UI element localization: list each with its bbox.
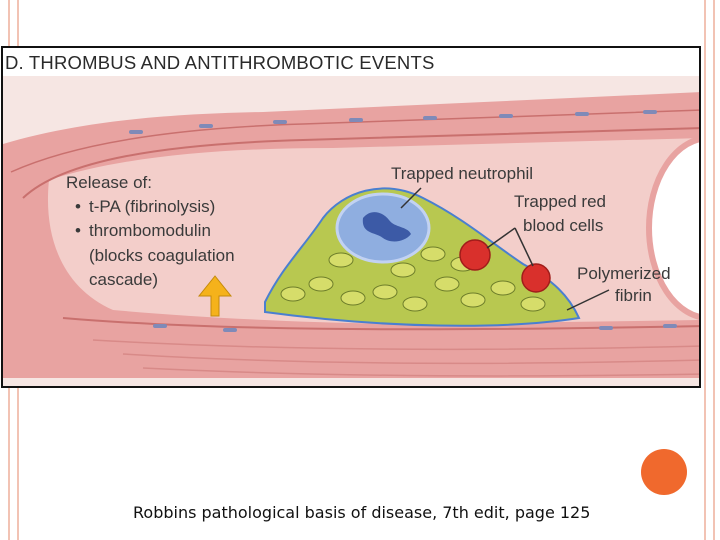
source-caption: Robbins pathological basis of disease, 7… [133,503,591,522]
wall-line-top [10,109,699,173]
release-item-tpa: t-PA (fibrinolysis) [75,195,215,219]
slide-frame-line-right-inner [704,0,706,540]
accent-dot [641,449,687,495]
slide-frame-line-right-outer [713,0,715,540]
neutrophil-nucleus [362,212,411,242]
endothelial-nuclei-top [129,110,657,134]
release-arrow [197,275,233,317]
endothelium-top [22,127,699,199]
wall-striations [92,339,699,377]
release-heading: Release of: [66,173,152,192]
diagram-title: D. THROMBUS AND ANTITHROMBOTIC EVENTS [5,52,435,73]
thrombus-diagram-figure: D. THROMBUS AND ANTITHROMBOTIC EVENTS Re… [1,46,701,388]
release-item-thrombomodulin: thrombomodulin [75,219,215,243]
neutrophil-label: Trapped neutrophil [391,164,534,183]
fibrin-label-line1: Polymerized [577,264,671,283]
adjacent-vessel [646,136,699,320]
endothelium-bottom [62,317,699,331]
fibrin-label-line2: fibrin [615,286,652,305]
release-continuation-1: (blocks coagulation [89,246,235,265]
release-list: t-PA (fibrinolysis) thrombomodulin [75,195,215,243]
red-blood-cell-2 [521,263,551,293]
release-continuation-2: cascade) [89,270,158,289]
red-cells-label-line2: blood cells [523,216,604,235]
endothelial-nuclei-bottom [153,324,677,332]
red-blood-cell-1 [459,239,491,271]
label-pointers [400,187,610,311]
red-cells-label-line1: Trapped red [514,192,606,211]
